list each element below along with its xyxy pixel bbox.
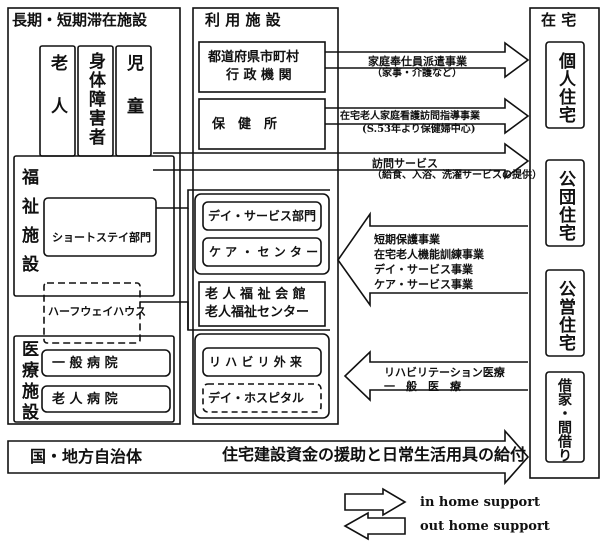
usage-facilities-frame bbox=[192, 7, 339, 425]
welfare-facilities-label: 福祉施設 bbox=[18, 168, 38, 284]
legend-out-label: out home support bbox=[420, 519, 550, 534]
day-care-group-box bbox=[194, 193, 330, 275]
care-center-label: ケ ア ・ セ ン タ ー bbox=[209, 245, 319, 259]
rental-housing-box bbox=[545, 371, 585, 463]
welfare-frame bbox=[13, 155, 175, 297]
arrow-home-helper bbox=[325, 41, 530, 79]
halfway-house-label: ハーフウェイハウス bbox=[48, 305, 147, 318]
private-housing-label: 個人住宅 bbox=[555, 52, 575, 124]
visit-service-line1: 訪問サービス bbox=[372, 157, 438, 170]
welfare-hall-line2: 老人福祉センター bbox=[205, 305, 310, 320]
day-service-box bbox=[202, 201, 322, 231]
elderly-hospital-label: 老 人 病 院 bbox=[52, 392, 118, 407]
column-elderly: 老人 bbox=[47, 54, 67, 140]
elderly-hospital-box bbox=[41, 385, 171, 413]
welfare-hall-line1: 老 人 福 祉 会 館 bbox=[205, 287, 306, 302]
gov-agency-box bbox=[198, 41, 326, 93]
public-corp-housing-box bbox=[545, 159, 585, 247]
visit-service-line2: （給食、入浴、洗濯サービスの提供） bbox=[372, 170, 542, 181]
short-stay-box bbox=[43, 197, 157, 257]
rehab-outpatient-label: リ ハ ビ リ 外 来 bbox=[209, 355, 302, 369]
medical-facilities-label: 医療施設 bbox=[18, 340, 38, 424]
medical-frame bbox=[13, 335, 175, 423]
home-nursing-line1: 在宅老人家庭看護訪問指導事業 bbox=[340, 111, 480, 122]
national-local-label: 国・地方自治体 bbox=[30, 447, 143, 466]
legend-out-arrow bbox=[343, 511, 406, 541]
general-hospital-label: 一 般 病 院 bbox=[52, 356, 118, 371]
welfare-hall-box bbox=[198, 281, 326, 327]
rehab-medical-line1: リハビリテーション医療 bbox=[384, 366, 505, 379]
legend-in-label: in home support bbox=[420, 495, 541, 510]
rehab-medical-line2: 一 般 医 療 bbox=[384, 380, 461, 393]
gov-agencies-line2: 行 政 機 関 bbox=[226, 68, 292, 83]
short-term-line1: 短期保護事業 bbox=[374, 233, 440, 246]
short-term-line2: 在宅老人機能訓練事業 bbox=[374, 248, 484, 261]
column-disabled: 身体障害者 bbox=[85, 52, 105, 147]
day-service-label: デイ・サービス部門 bbox=[208, 209, 317, 223]
day-hospital-label: デイ・ホスピタル bbox=[208, 391, 305, 405]
arrow-visit-service bbox=[153, 142, 530, 180]
day-hospital-box bbox=[202, 383, 322, 413]
column-children: 児童 bbox=[123, 54, 143, 140]
long-short-stay-frame bbox=[7, 7, 181, 425]
short-term-line3: デイ・サービス事業 bbox=[374, 263, 473, 276]
rental-housing-label: 借家・間借り bbox=[556, 378, 572, 462]
health-center-label: 保 健 所 bbox=[212, 117, 278, 132]
public-owned-housing-label: 公営住宅 bbox=[555, 280, 575, 352]
home-nursing-line2: (S.53年より保健婦中心) bbox=[362, 124, 476, 135]
legend-in-arrow bbox=[344, 487, 407, 517]
private-housing-box bbox=[545, 41, 585, 129]
arrow-rehab-medical bbox=[343, 350, 528, 402]
home-helper-line2: （家事・介護など） bbox=[372, 68, 462, 79]
short-term-line4: ケア・サービス事業 bbox=[374, 278, 473, 291]
rehab-outpatient-box bbox=[202, 347, 322, 377]
section-long-short-stay: 長期・短期滞在施設 bbox=[12, 11, 148, 29]
short-stay-label: ショートステイ部門 bbox=[52, 231, 151, 244]
section-usage-facilities: 利 用 施 設 bbox=[205, 11, 281, 29]
home-frame bbox=[529, 7, 600, 479]
arrow-national-support bbox=[7, 428, 530, 486]
public-owned-housing-box bbox=[545, 269, 585, 357]
arrow-short-term bbox=[337, 211, 528, 308]
section-home: 在 宅 bbox=[541, 11, 577, 29]
rehab-group-box bbox=[194, 333, 330, 419]
home-helper-line1: 家庭奉仕員派遣事業 bbox=[368, 55, 467, 68]
arrow-home-nursing bbox=[325, 97, 530, 135]
public-corp-housing-label: 公団住宅 bbox=[555, 170, 575, 242]
halfway-house-box bbox=[43, 282, 141, 344]
care-center-box bbox=[202, 237, 322, 267]
gov-agencies-line1: 都道府県市町村 bbox=[208, 50, 300, 65]
general-hospital-box bbox=[41, 349, 171, 377]
housing-support-label: 住宅建設資金の援助と日常生活用具の給付 bbox=[222, 445, 527, 464]
